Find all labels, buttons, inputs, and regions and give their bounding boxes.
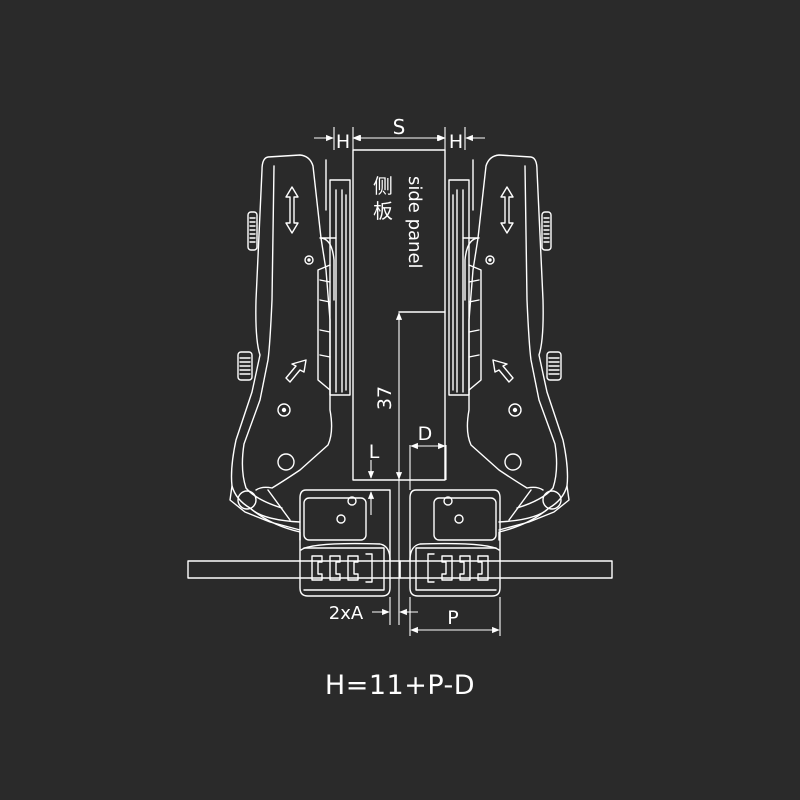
hinge-arm-right (448, 154, 570, 541)
label-l: L (369, 441, 380, 463)
hinge-arm-left (229, 154, 351, 541)
label-side-panel-cn-1: 侧 (373, 174, 393, 198)
door-panel-right (399, 560, 613, 579)
door-panel-left (187, 560, 401, 579)
hinge-cup-left (299, 489, 391, 597)
label-p: P (447, 607, 458, 629)
label-2xa: 2xA (329, 603, 364, 624)
label-side-panel-cn-2: 板 (373, 199, 393, 223)
hinge-cup-right (409, 489, 501, 597)
label-37: 37 (374, 386, 396, 410)
label-h-right: H (449, 131, 463, 153)
label-side-panel-en: side panel (404, 176, 425, 269)
label-h-left: H (336, 131, 350, 153)
label-s: S (393, 115, 406, 139)
formula-text: H=11+P-D (324, 670, 476, 701)
label-d: D (418, 423, 433, 445)
